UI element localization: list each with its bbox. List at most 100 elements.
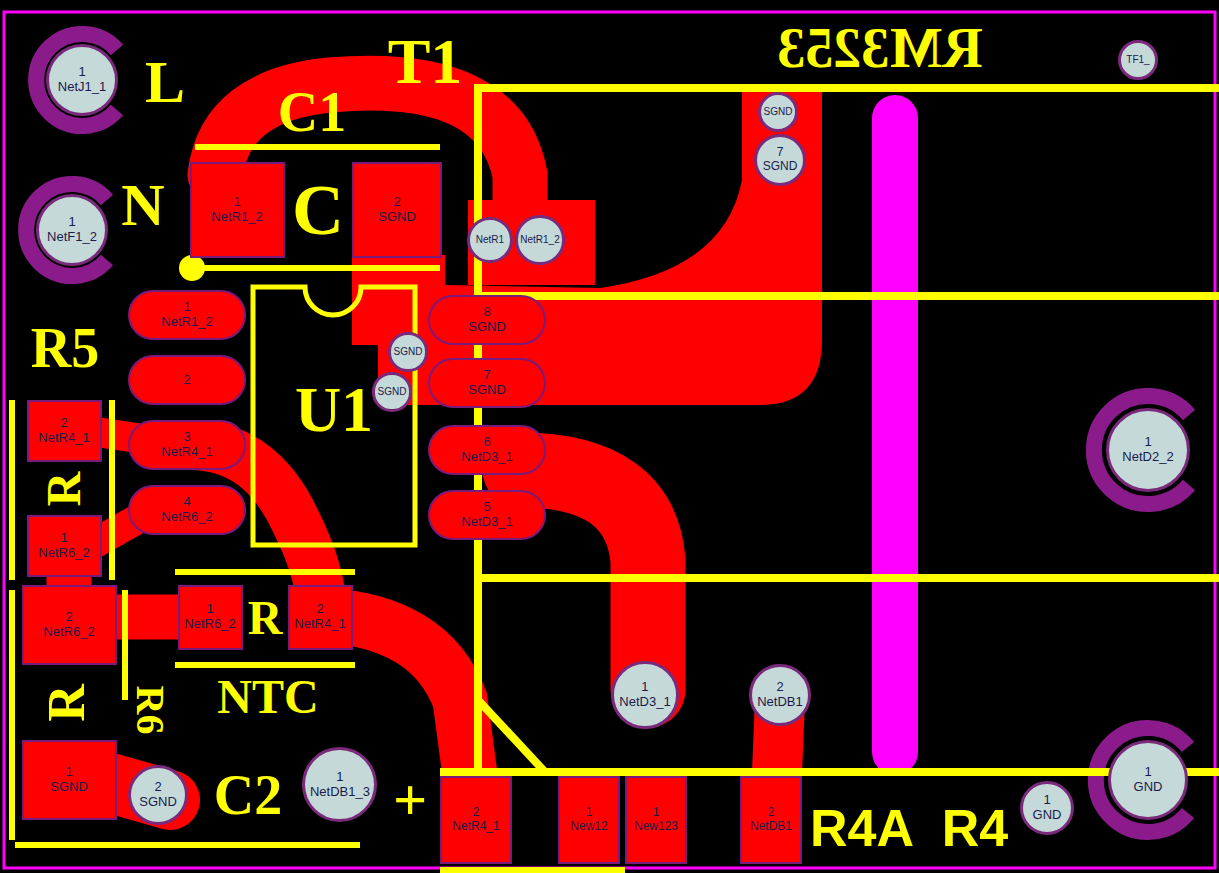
capacitor-outline bbox=[195, 144, 440, 150]
pad-ring bbox=[1094, 396, 1189, 504]
net-name: NetDB1_3 bbox=[310, 785, 370, 800]
pad-number: 6 bbox=[483, 435, 490, 450]
silkscreen-label: T1 bbox=[388, 30, 463, 94]
net-name: NetR4_1 bbox=[161, 445, 212, 460]
pad-number: 1 bbox=[336, 770, 343, 785]
pad-ring bbox=[36, 34, 117, 126]
net-name: NetD3_1 bbox=[461, 450, 512, 465]
smd-pad: 2NetR6_2 bbox=[22, 585, 117, 665]
ntc-outline bbox=[175, 662, 355, 668]
pad-number: 2 bbox=[316, 602, 323, 617]
net-name: NetR4_1 bbox=[294, 617, 345, 632]
through-hole-pad: NetR1_2 bbox=[515, 215, 564, 264]
silkscreen-label: R6 bbox=[130, 686, 170, 735]
smd-pad: 1NetR6_2 bbox=[178, 585, 243, 650]
smd-pad: 1SGND bbox=[22, 740, 117, 820]
pad-number: 1 bbox=[653, 806, 660, 820]
net-name: SGND bbox=[50, 780, 88, 795]
pad-number: 2 bbox=[65, 610, 72, 625]
smd-pad: 1NetR1_2 bbox=[128, 290, 246, 340]
net-name: SGND bbox=[378, 386, 407, 398]
pad-number: 8 bbox=[483, 305, 490, 320]
polarity-dot bbox=[179, 255, 205, 281]
resistor-outline bbox=[9, 590, 15, 840]
pad-number: 7 bbox=[483, 368, 490, 383]
resistor-outline bbox=[109, 400, 115, 580]
ntc-outline bbox=[175, 569, 355, 575]
pad-number: 1 bbox=[78, 65, 85, 80]
silkscreen-label: R4A bbox=[810, 802, 914, 854]
transformer-outline bbox=[440, 768, 1219, 776]
through-hole-pad: SGND bbox=[372, 372, 411, 411]
pad-number: 1 bbox=[206, 602, 213, 617]
net-name: NetR4_1 bbox=[38, 431, 89, 446]
silkscreen-label: C2 bbox=[214, 767, 282, 823]
net-name: GND bbox=[1134, 780, 1163, 795]
net-name: SGND bbox=[764, 106, 793, 118]
net-name: NetR6_2 bbox=[161, 510, 212, 525]
transformer-outline bbox=[478, 292, 1219, 300]
through-hole-pad: 1GND bbox=[1108, 740, 1188, 820]
through-hole-pad: 1NetD3_1 bbox=[611, 661, 678, 728]
pad-number: 7 bbox=[777, 146, 784, 160]
net-name: SGND bbox=[763, 160, 798, 174]
net-name: NetR1 bbox=[476, 234, 504, 246]
resistor-outline bbox=[9, 400, 15, 580]
smd-pad: 1New12 bbox=[558, 776, 620, 864]
pad-number: 1 bbox=[65, 765, 72, 780]
smd-pad: 5NetD3_1 bbox=[428, 490, 546, 540]
ic-outline bbox=[253, 287, 415, 545]
board-outline bbox=[4, 12, 1215, 868]
silkscreen-label: L bbox=[145, 52, 185, 112]
pad-number: 2 bbox=[60, 416, 67, 431]
pad-number: 1 bbox=[183, 300, 190, 315]
silkscreen-label: NTC bbox=[217, 673, 318, 721]
silkscreen-label: + bbox=[393, 770, 427, 830]
pad-number: 1 bbox=[60, 531, 67, 546]
silkscreen-label: U1 bbox=[295, 378, 373, 442]
pad-number: 1 bbox=[68, 215, 75, 230]
net-name: SGND bbox=[468, 320, 506, 335]
smd-pad: 3NetR4_1 bbox=[128, 420, 246, 470]
net-name: NetR6_2 bbox=[38, 546, 89, 561]
net-name: NetD2_2 bbox=[1122, 450, 1173, 465]
resistor-outline bbox=[122, 590, 128, 700]
through-hole-pad: 1GND bbox=[1020, 781, 1074, 835]
smd-pad: 2NetR4_1 bbox=[27, 400, 102, 462]
net-name: New12 bbox=[570, 820, 607, 834]
copper-pour bbox=[468, 200, 595, 285]
pad-number: 3 bbox=[183, 430, 190, 445]
smd-pad: 2NetR4_1 bbox=[440, 776, 512, 864]
through-hole-pad: 1NetJ1_1 bbox=[46, 44, 118, 116]
pad-ring bbox=[26, 184, 107, 276]
through-hole-pad: 7SGND bbox=[754, 134, 806, 186]
copper-pour bbox=[352, 88, 822, 405]
pad-number: 1 bbox=[1144, 765, 1151, 780]
net-name: NetD3_1 bbox=[619, 695, 670, 710]
pad-number: 4 bbox=[183, 495, 190, 510]
smd-pad: 4NetR6_2 bbox=[128, 485, 246, 535]
through-hole-pad: SGND bbox=[388, 332, 427, 371]
silkscreen-label: R bbox=[40, 472, 88, 507]
pad-number: 2 bbox=[473, 806, 480, 820]
pad-number: 2 bbox=[154, 780, 161, 795]
silkscreen-label: RM3253 bbox=[777, 20, 982, 76]
smd-pad: 1New123 bbox=[625, 776, 687, 864]
pad-ring bbox=[1096, 728, 1188, 832]
pad-number: 1 bbox=[1043, 793, 1050, 808]
silkscreen-label: C1 bbox=[278, 84, 346, 140]
net-name: 2 bbox=[183, 373, 190, 388]
smd-pad: 6NetD3_1 bbox=[428, 425, 546, 475]
net-name: NetD3_1 bbox=[461, 515, 512, 530]
smd-pad: 1NetR6_2 bbox=[27, 515, 102, 577]
silkscreen-label: R bbox=[248, 594, 283, 642]
through-hole-pad: SGND bbox=[758, 92, 798, 132]
net-name: SGND bbox=[468, 383, 506, 398]
silkscreen-label: R bbox=[41, 684, 93, 722]
smd-pad: 2NetDB1 bbox=[740, 776, 802, 864]
silkscreen-label: N bbox=[121, 175, 164, 235]
through-hole-pad: TF1_ bbox=[1118, 40, 1158, 80]
pad-number: 1 bbox=[641, 680, 648, 695]
